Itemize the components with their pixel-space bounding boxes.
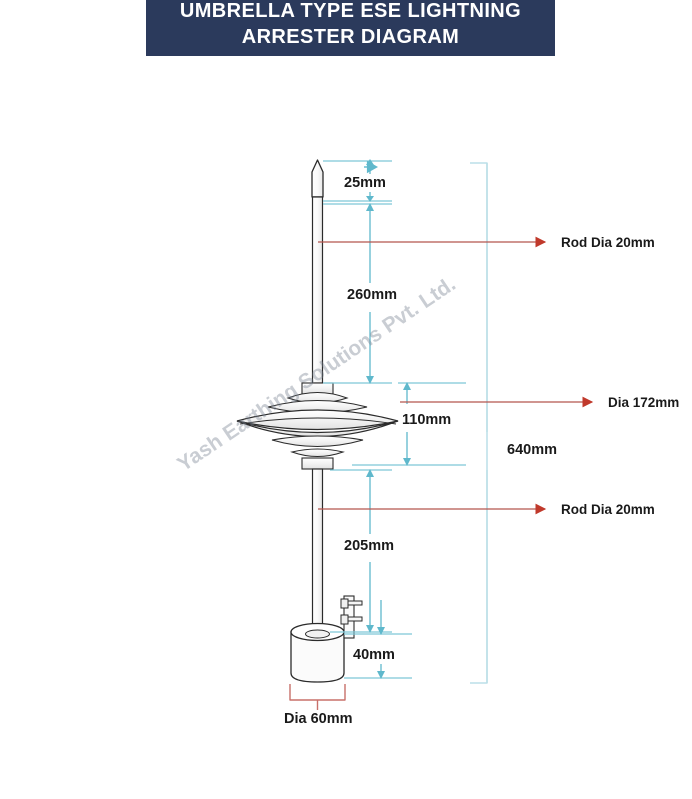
dimension-upper-rod-length: [323, 203, 392, 384]
dimension-label-tip-length: 25mm: [341, 174, 389, 192]
dimension-label-umbrella-height: 110mm: [399, 411, 455, 429]
dimension-label-upper-rod-length: 260mm: [344, 286, 400, 304]
callout-label-umbrella-diameter: Dia 172mm: [608, 395, 680, 410]
dimension-base-height: [344, 600, 412, 679]
clamp-bracket-with-bolts: [340, 595, 363, 639]
dimension-tip-length: [323, 159, 392, 202]
dimension-label-base-height: 40mm: [350, 646, 398, 664]
page-title-line-2: ARRESTER DIAGRAM: [241, 26, 460, 48]
air-terminal-tip: [311, 159, 324, 198]
page-title-line-1: UMBRELLA TYPE ESE LIGHTNING: [179, 0, 522, 22]
callout-label-lower-rod-diameter: Rod Dia 20mm: [561, 502, 655, 517]
umbrella-dome-assembly: [236, 382, 399, 470]
lower-rod: [311, 468, 324, 641]
dimension-overall-height-bracket: [470, 162, 488, 684]
dimension-label-overall-height: 640mm: [504, 441, 560, 459]
dimension-label-lower-rod-length: 205mm: [341, 537, 397, 555]
dimension-label-base-diameter: Dia 60mm: [281, 710, 356, 728]
dimension-base-diameter-bracket: [289, 684, 346, 711]
upper-rod: [311, 196, 324, 384]
dimension-umbrella-height: [352, 382, 466, 466]
callout-label-upper-rod-diameter: Rod Dia 20mm: [561, 235, 655, 250]
diagram-title-banner: UMBRELLA TYPE ESE LIGHTNING ARRESTER DIA…: [146, 0, 555, 56]
